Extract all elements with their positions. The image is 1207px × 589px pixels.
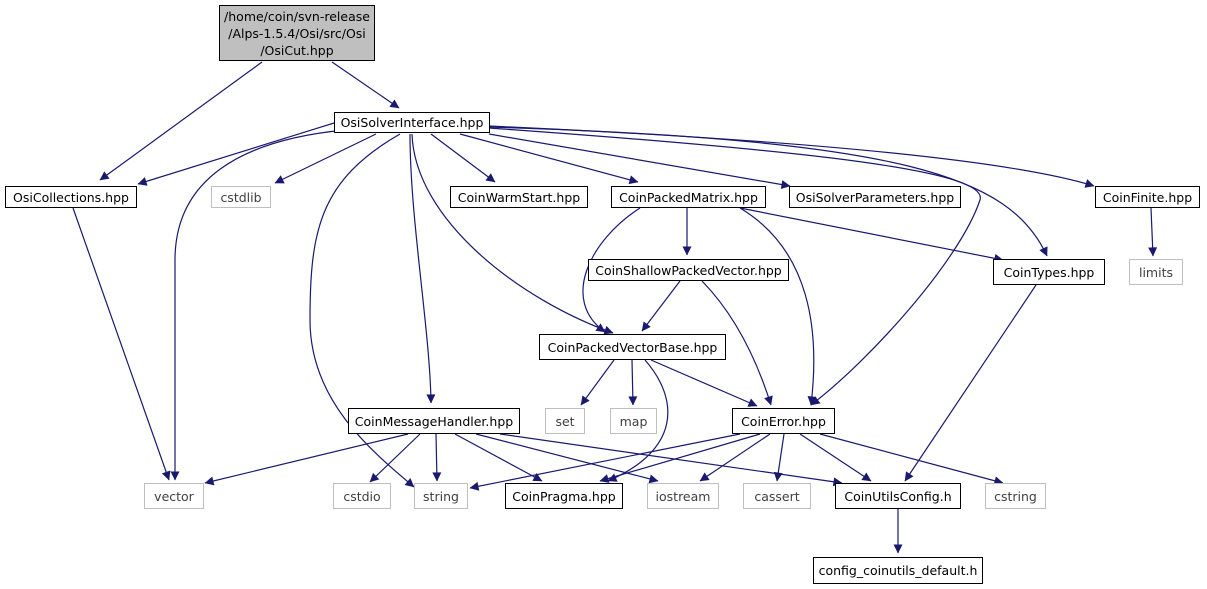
edge-osi-to-osi-collections bbox=[137, 122, 335, 186]
node-cassert: cassert bbox=[743, 483, 811, 509]
node-osi-collections[interactable]: OsiCollections.hpp bbox=[5, 186, 137, 208]
edge-coin-error-to-cassert bbox=[773, 433, 785, 482]
node-set: set bbox=[545, 408, 585, 434]
node-cstdlib: cstdlib bbox=[211, 186, 271, 208]
root-file-path-line-2: /Alps-1.5.4/Osi/src/Osi bbox=[228, 25, 366, 41]
edge-coin-types-to-coin-utils-config bbox=[904, 284, 1037, 482]
edge-osi-to-string bbox=[309, 133, 415, 488]
edge-coin-shallow-packed-vector-to-coin-error bbox=[701, 280, 773, 406]
edge-osi-to-coin-message-handler bbox=[409, 133, 436, 404]
edge-coin-error-to-coin-utils-config bbox=[799, 433, 872, 482]
edge-root-to-osi-collections bbox=[99, 61, 263, 181]
edge-osi-to-coin-types bbox=[488, 126, 1048, 257]
node-coin-utils-config[interactable]: CoinUtilsConfig.h bbox=[835, 483, 961, 509]
node-coin-finite[interactable]: CoinFinite.hpp bbox=[1095, 186, 1200, 208]
edge-coin-packed-matrix-to-coin-packed-vector-base bbox=[582, 207, 641, 333]
edge-coin-shallow-packed-vector-to-coin-packed-vector-base bbox=[641, 280, 681, 332]
edge-coin-error-to-cstring bbox=[819, 433, 1004, 486]
node-coin-types[interactable]: CoinTypes.hpp bbox=[993, 259, 1105, 285]
node-limits: limits bbox=[1129, 259, 1183, 285]
edge-osi-to-osi-solver-parameters bbox=[488, 133, 791, 189]
node-osi-solver-interface[interactable]: OsiSolverInterface.hpp bbox=[334, 112, 490, 133]
edge-coin-packed-matrix-to-coin-types bbox=[739, 207, 1004, 263]
edge-osi-to-coin-warm-start bbox=[430, 133, 496, 183]
node-string: string bbox=[414, 483, 468, 509]
edge-coin-finite-to-limits bbox=[1148, 207, 1158, 257]
node-vector: vector bbox=[144, 483, 204, 509]
root-file-path-line-3: /OsiCut.hpp bbox=[260, 42, 334, 58]
edge-coin-message-handler-to-coin-utils-config bbox=[499, 433, 843, 487]
edge-osi-to-vector bbox=[170, 129, 346, 481]
node-coin-packed-vector-base[interactable]: CoinPackedVectorBase.hpp bbox=[539, 334, 726, 360]
edge-coin-packed-vector-base-to-map bbox=[628, 359, 638, 406]
edge-coin-packed-vector-base-to-coin-error bbox=[650, 359, 758, 407]
node-coin-shallow-packed-vector[interactable]: CoinShallowPackedVector.hpp bbox=[588, 259, 789, 281]
edge-coin-error-to-string bbox=[469, 433, 741, 491]
node-coin-message-handler[interactable]: CoinMessageHandler.hpp bbox=[348, 408, 520, 434]
edge-coin-message-handler-to-cstdio bbox=[369, 433, 421, 483]
node-coin-warm-start[interactable]: CoinWarmStart.hpp bbox=[450, 186, 588, 208]
edge-coin-packed-vector-base-to-set bbox=[580, 359, 615, 406]
root-file-node: /home/coin/svn-release /Alps-1.5.4/Osi/s… bbox=[219, 5, 375, 61]
edge-osi-to-cstdlib bbox=[274, 133, 377, 184]
node-osi-solver-parameters[interactable]: OsiSolverParameters.hpp bbox=[789, 186, 961, 208]
edge-coin-message-handler-to-iostream bbox=[475, 433, 659, 484]
edge-osi-collections-to-vector bbox=[72, 207, 171, 481]
edge-osi-to-coin-packed-matrix bbox=[459, 133, 639, 185]
node-coin-packed-matrix[interactable]: CoinPackedMatrix.hpp bbox=[611, 186, 766, 208]
node-map: map bbox=[610, 408, 657, 434]
root-file-path-line-1: /home/coin/svn-release bbox=[224, 8, 370, 24]
edge-osi-to-coin-error bbox=[488, 127, 981, 406]
node-coin-error[interactable]: CoinError.hpp bbox=[732, 408, 835, 434]
node-config-coinutils-default[interactable]: config_coinutils_default.h bbox=[813, 557, 983, 584]
edge-coin-packed-matrix-to-coin-error bbox=[739, 207, 817, 406]
edge-coin-message-handler-to-coin-pragma bbox=[454, 433, 543, 482]
edge-coin-error-to-iostream bbox=[699, 433, 771, 482]
edge-coin-error-to-coin-pragma bbox=[599, 433, 761, 483]
edge-osi-to-coin-packed-vector-base bbox=[411, 133, 614, 335]
node-coin-pragma[interactable]: CoinPragma.hpp bbox=[505, 483, 623, 509]
node-iostream: iostream bbox=[647, 483, 719, 509]
edge-root-to-osi-solver-interface bbox=[331, 61, 400, 109]
node-cstdio: cstdio bbox=[333, 483, 391, 509]
edge-coin-message-handler-to-vector bbox=[204, 433, 409, 486]
edge-coin-message-handler-to-string bbox=[432, 433, 442, 482]
edge-coin-packed-vector-base-to-coin-pragma bbox=[607, 359, 669, 482]
node-cstring: cstring bbox=[985, 483, 1046, 509]
